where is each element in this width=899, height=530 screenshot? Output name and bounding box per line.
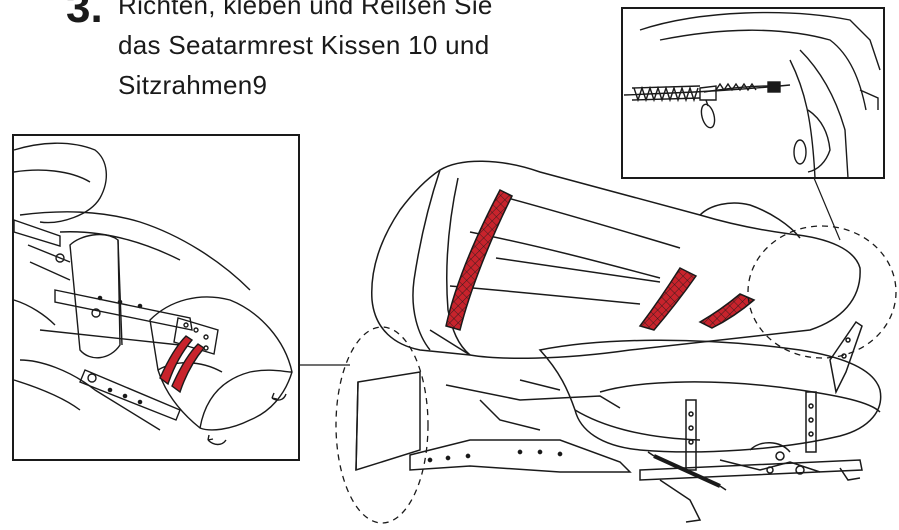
zipper-icon (631, 81, 781, 129)
instruction-line-1: Richten, kleben und Reißen Sie (118, 0, 493, 20)
rotate-arrow-icon (207, 392, 287, 446)
zipper-detail-inset (621, 7, 885, 179)
instruction-line-3: Sitzrahmen9 (118, 70, 268, 100)
instruction-line-2: das Seatarmrest Kissen 10 und (118, 30, 490, 60)
step-number: 3. (66, 0, 103, 32)
spring (653, 454, 721, 488)
leader-line-top (813, 177, 841, 241)
callout-armrest (335, 326, 429, 524)
seat-assembly (355, 160, 882, 523)
armrest-detail-inset (12, 134, 300, 461)
callout-zipper (747, 225, 897, 359)
